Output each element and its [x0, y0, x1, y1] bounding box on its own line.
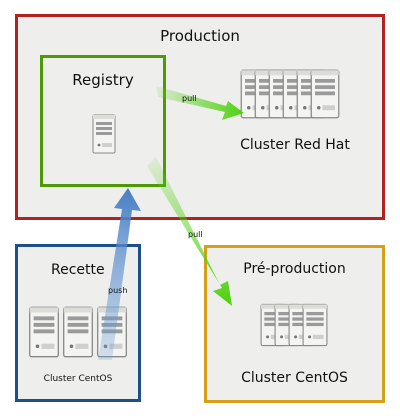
server-tower-icon — [97, 306, 127, 358]
registry-box: Registry — [40, 55, 166, 187]
server-tower-icon — [302, 303, 328, 347]
registry-server-rack — [92, 114, 116, 154]
server-tower-icon — [310, 65, 340, 127]
preproduction-box: Pré-production Cluster CentOS — [204, 245, 385, 403]
redhat-server-rack — [240, 65, 340, 123]
preproduction-server-rack — [260, 300, 328, 350]
server-tower-icon — [92, 114, 116, 154]
recette-title: Recette — [51, 262, 105, 278]
recette-cluster-label: Cluster CentOS — [43, 374, 113, 384]
production-title: Production — [160, 27, 240, 45]
pull-label-preproduction: pull — [188, 230, 203, 239]
recette-server-rack — [28, 306, 128, 358]
server-tower-icon — [62, 306, 94, 362]
registry-title: Registry — [72, 71, 134, 89]
server-tower-icon — [302, 300, 328, 354]
server-tower-icon — [29, 306, 59, 358]
preproduction-title: Pré-production — [243, 261, 346, 277]
server-tower-icon — [63, 306, 93, 358]
redhat-cluster-label: Cluster Red Hat — [240, 137, 350, 153]
server-tower-icon — [92, 114, 116, 158]
server-tower-icon — [96, 306, 128, 362]
recette-box: Recette Cluster CentOS — [15, 244, 141, 402]
server-tower-icon — [28, 306, 60, 362]
server-tower-icon — [310, 69, 340, 119]
preproduction-cluster-label: Cluster CentOS — [241, 370, 348, 386]
